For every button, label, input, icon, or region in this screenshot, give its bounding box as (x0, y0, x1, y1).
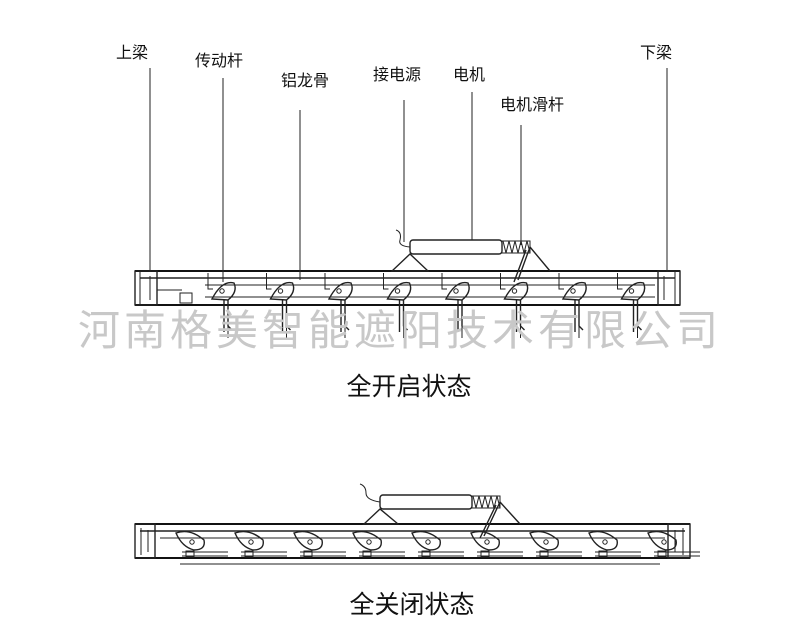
closed-blade-unit (352, 530, 405, 558)
open-blade-unit (207, 273, 236, 338)
watermark: 河南格美智能遮阳技术有限公司 (78, 306, 722, 355)
open-blade-unit (617, 273, 646, 338)
closed-motor (379, 494, 473, 510)
closed-left-beam (134, 523, 156, 559)
open-blades (207, 273, 646, 338)
closed-blade (300, 551, 346, 557)
open-pivot (570, 288, 576, 294)
open-blade-unit (558, 273, 587, 338)
closed-blade-unit (647, 530, 700, 558)
closed-blade (536, 551, 582, 557)
label-drive-rod: 传动杆 (195, 51, 243, 70)
closed-pivot (602, 539, 608, 545)
label-lower-beam: 下梁 (640, 43, 672, 62)
open-crank (503, 281, 529, 301)
closed-blade (595, 551, 641, 557)
closed-power-wire (359, 483, 381, 503)
closed-crank (647, 530, 677, 551)
closed-crank (234, 530, 264, 551)
open-crank (269, 281, 295, 301)
closed-blade-unit (588, 530, 641, 558)
closed-crank (293, 530, 323, 551)
label-aluminum-keel: 铝龙骨 (281, 71, 329, 90)
closed-crank (175, 530, 205, 551)
open-assembly (134, 229, 681, 338)
closed-blade-unit (293, 530, 346, 558)
closed-blade (182, 551, 228, 557)
closed-blade (241, 551, 287, 557)
closed-pivot (425, 539, 431, 545)
closed-pivot (484, 539, 490, 545)
closed-right-beam (667, 523, 691, 559)
leader-lines (149, 68, 668, 282)
closed-pivot (661, 539, 667, 545)
open-left-beam (134, 270, 158, 306)
closed-pivot (307, 539, 313, 545)
open-pivot (394, 288, 401, 294)
label-motor-slide-rod: 电机滑杆 (500, 95, 564, 114)
closed-blade-unit (470, 530, 523, 558)
closed-pivot (189, 539, 195, 545)
closed-blade-unit (175, 530, 228, 558)
open-pivot (219, 288, 225, 294)
open-crank (210, 281, 236, 301)
open-crank (327, 281, 353, 301)
open-pivot (628, 288, 635, 294)
open-pivot (453, 288, 459, 294)
open-right-beam (657, 270, 681, 306)
open-crank (444, 281, 470, 301)
closed-blades (175, 530, 700, 558)
label-upper-beam: 上梁 (116, 43, 148, 62)
closed-blade (654, 551, 700, 557)
caption-fully-open: 全开启状态 (346, 372, 471, 401)
open-blade-unit (441, 273, 470, 338)
caption-fully-closed: 全关闭状态 (349, 590, 474, 619)
closed-assembly (134, 483, 700, 565)
open-power-wire (395, 229, 411, 248)
open-blade-unit (266, 273, 295, 338)
closed-blade (359, 551, 405, 557)
label-power: 接电源 (373, 65, 421, 84)
closed-pivot (366, 539, 372, 545)
open-blade-unit (383, 273, 412, 338)
closed-pivot (543, 539, 549, 545)
closed-blade (477, 551, 523, 557)
open-slide-linkage (513, 246, 551, 283)
open-motor (409, 239, 503, 255)
closed-crank (352, 530, 382, 551)
closed-blade (418, 551, 464, 557)
label-motor: 电机 (453, 65, 485, 84)
open-crank (561, 281, 587, 301)
open-crank (620, 281, 646, 301)
open-pivot (277, 288, 284, 294)
closed-crank (529, 530, 559, 551)
closed-crank (411, 530, 441, 551)
closed-blade-unit (529, 530, 582, 558)
open-pivot (336, 288, 342, 294)
open-pivot (511, 288, 518, 294)
open-motor-bracket (390, 253, 430, 272)
closed-motor-bracket (362, 508, 400, 525)
closed-pivot (248, 539, 254, 545)
closed-slide-linkage (479, 501, 521, 539)
open-blade-unit (500, 273, 529, 338)
closed-blade-unit (234, 530, 287, 558)
closed-crank (588, 530, 618, 551)
open-blade-unit (324, 273, 353, 338)
open-crank (386, 281, 412, 301)
closed-blade-unit (411, 530, 464, 558)
